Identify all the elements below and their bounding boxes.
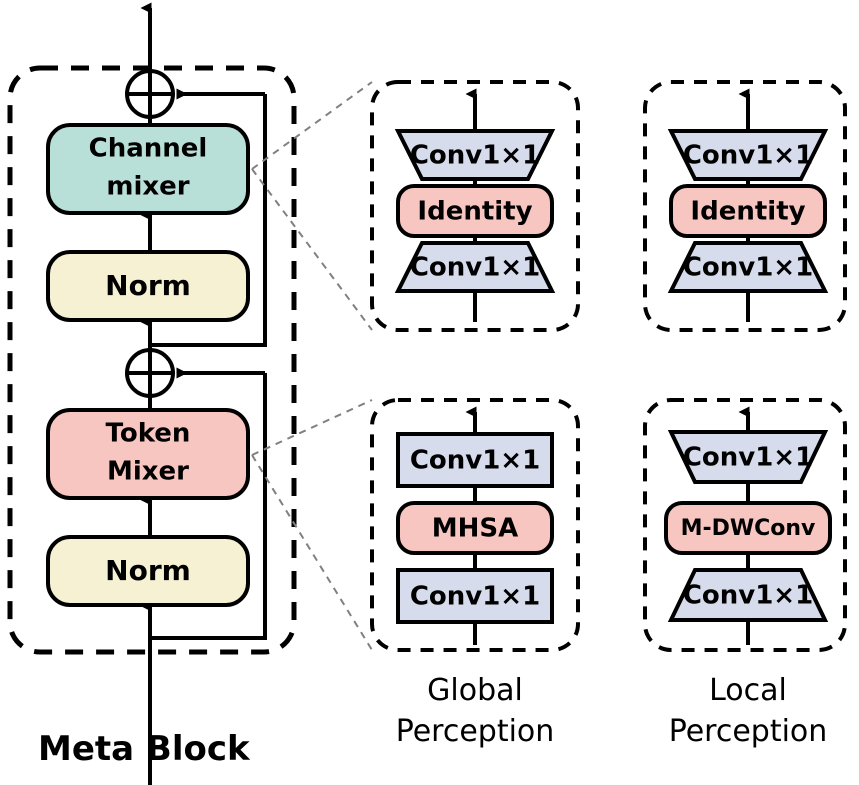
leader-token-mixer-upper [251,399,373,456]
block-channel-mixer-label-line1: Channel [89,134,208,164]
panel-boundary-bottom-right [643,398,847,652]
layer-conv-upper-top-right-label: Conv1×1 [683,141,813,171]
block-norm-top-label: Norm [105,269,191,302]
layer-conv-lower-bottom-right-label: Conv1×1 [683,581,813,611]
caption-global-line1: Global [427,673,523,708]
layer-conv-upper-bottom-right [667,430,829,484]
block-channel-mixer-label-line2: mixer [106,172,189,202]
meta-block-title: Meta Block [38,729,251,769]
layer-conv-upper-top-middle-label: Conv1×1 [410,141,540,171]
panel-boundary-bottom-middle [370,398,580,652]
block-norm-bottom-label: Norm [105,554,191,587]
block-token-mixer-label-line1: Token [106,419,191,449]
leader-lines-group [251,81,373,651]
caption-local-line1: Local [709,673,787,708]
meta-block-group: Norm Token Mixer Norm Channel mixer [7,2,297,785]
panel-local-perception-top: Conv1×1 Identity Conv1×1 [643,80,847,332]
operator-add-bottom [125,348,175,398]
layer-conv-lower-top-middle-label: Conv1×1 [410,253,540,283]
layer-conv-lower-top-right [667,241,829,293]
layer-conv-upper-bottom-middle-label: Conv1×1 [410,446,540,476]
block-token-mixer-label-line2: Mixer [107,457,189,487]
meta-block-boundary [7,65,297,655]
layer-conv-lower-bottom-middle-label: Conv1×1 [410,582,540,612]
caption-global-line2: Perception [396,714,555,749]
layer-conv-upper-bottom-middle [396,432,554,488]
operator-add-top [125,69,175,119]
layer-conv-upper-bottom-right-label: Conv1×1 [683,443,813,473]
panel-boundary-top-middle [370,80,580,332]
layer-conv-upper-top-middle [394,129,556,181]
caption-local-line2: Perception [669,714,828,749]
layer-conv-upper-top-right [667,129,829,181]
layer-conv-lower-top-right-label: Conv1×1 [683,253,813,283]
layer-mdwconv-bottom-right-label: M-DWConv [681,516,816,541]
residual-path-top [150,94,267,347]
layer-mhsa-bottom-middle-label: MHSA [432,514,518,544]
panel-global-perception-top: Conv1×1 Identity Conv1×1 [370,80,580,332]
leader-channel-mixer-upper [251,81,373,170]
residual-path-bottom [150,373,267,640]
layer-identity-top-right-label: Identity [690,197,805,227]
panel-boundary-top-right [643,80,847,332]
layer-conv-lower-top-middle [394,241,556,293]
layer-conv-lower-bottom-right [667,568,829,622]
panel-local-perception-bottom: Conv1×1 M-DWConv Conv1×1 Local Perceptio… [643,398,847,749]
panel-global-perception-bottom: Conv1×1 MHSA Conv1×1 Global Perception [370,398,580,749]
leader-token-mixer-lower [251,454,373,651]
leader-channel-mixer-lower [251,168,373,331]
layer-identity-top-middle-label: Identity [417,197,532,227]
